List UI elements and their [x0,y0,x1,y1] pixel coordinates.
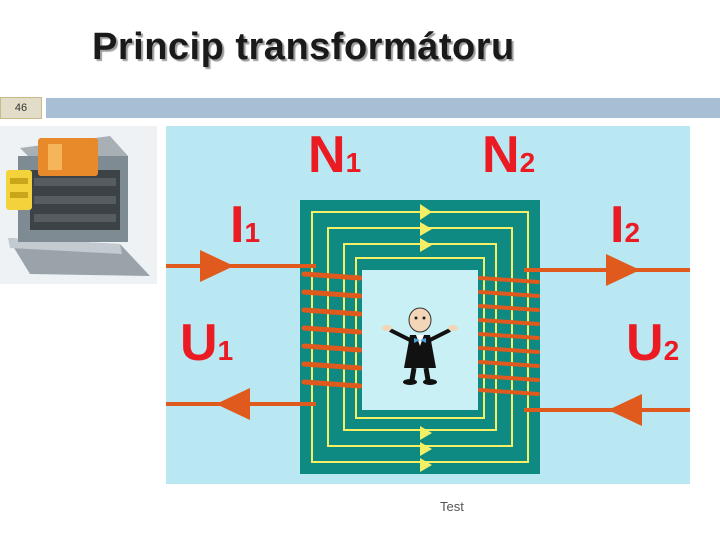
slide-number: 46 [0,97,42,119]
cartoon-figure-icon [382,307,458,385]
flux-arrows [420,204,432,472]
transformer-photo-icon [0,126,157,284]
label-u2: U2 [626,314,679,372]
secondary-current-arrow [606,254,640,286]
transformer-core [300,200,540,474]
label-u1: U1 [180,314,233,372]
primary-conductors [166,250,316,420]
label-n1: N1 [308,126,361,184]
secondary-winding [478,276,540,396]
page-title: Princip transformátoru [92,26,515,68]
transformer-diagram: N1 N2 I1 I2 U1 U2 [166,126,690,484]
label-i2: I2 [610,196,640,254]
header-bar [46,98,720,118]
primary-return-arrow [216,388,250,420]
secondary-conductors [524,254,690,426]
primary-current-arrow [200,250,234,282]
secondary-return-arrow [608,394,642,426]
primary-winding [301,271,363,389]
label-n2: N2 [482,126,535,184]
label-i1: I1 [230,196,260,254]
footer-text: Test [440,499,464,514]
